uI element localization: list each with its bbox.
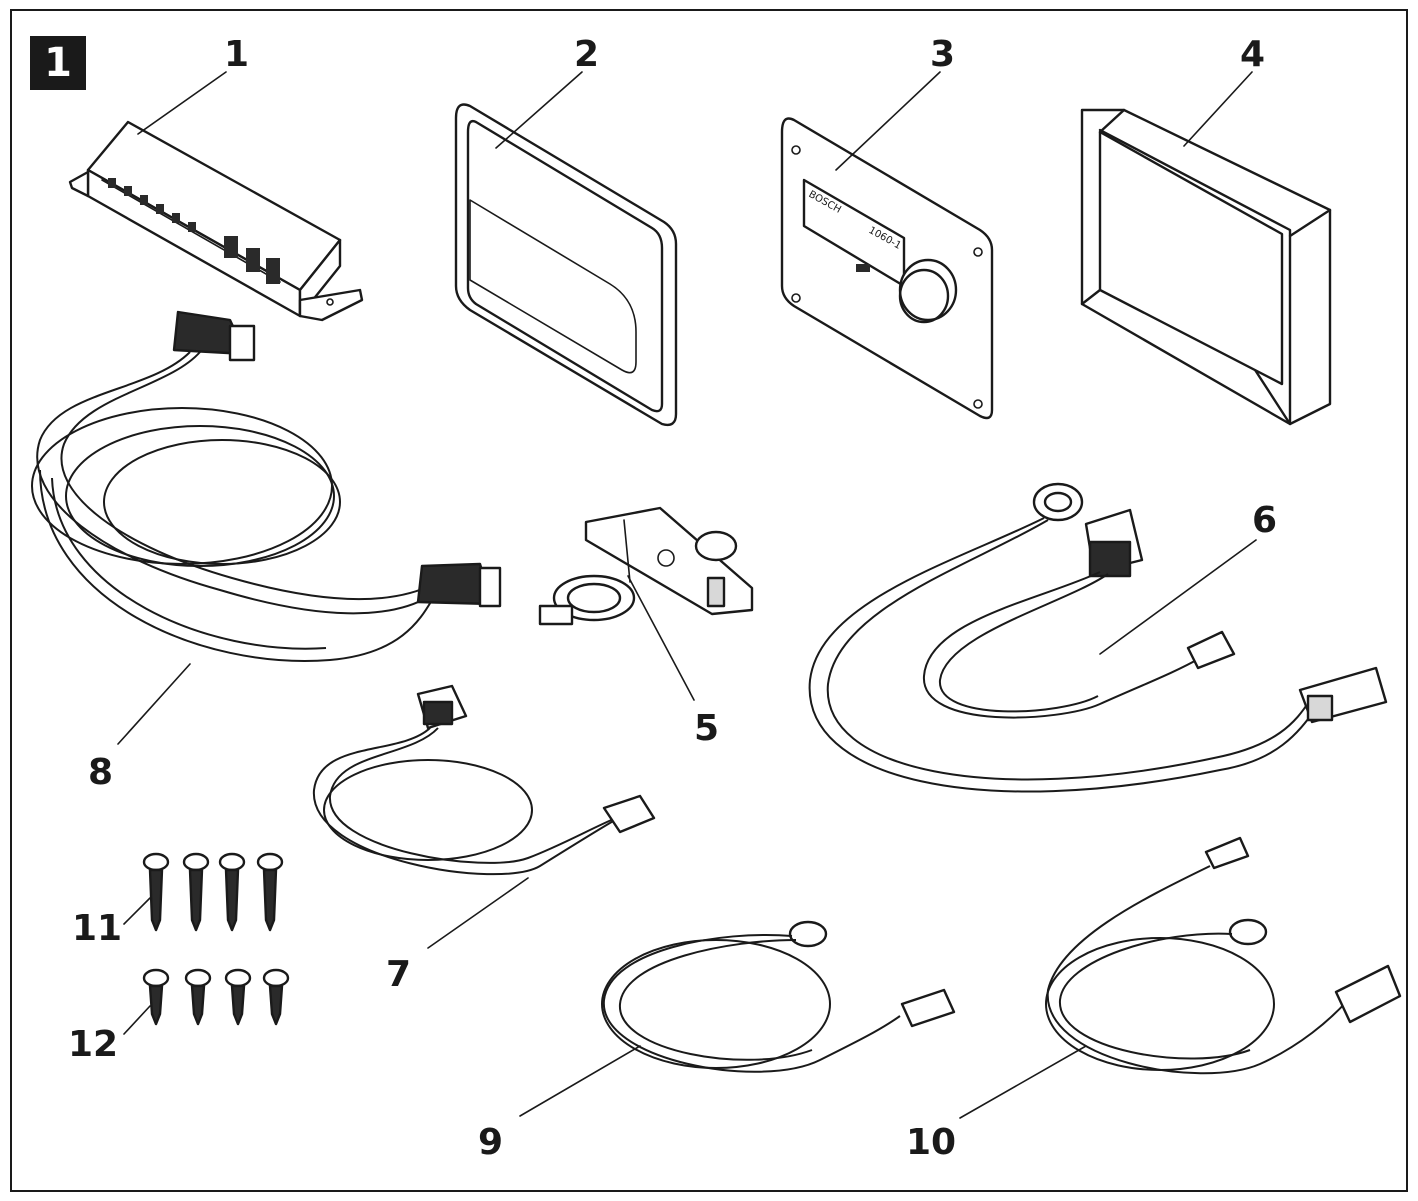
part-1-control-unit bbox=[68, 120, 364, 322]
leader-12 bbox=[123, 1005, 151, 1035]
screw-11c bbox=[218, 852, 246, 932]
screw-11b bbox=[182, 852, 210, 932]
screw-11d bbox=[256, 852, 284, 932]
screw-11a bbox=[142, 852, 170, 932]
leader-3 bbox=[835, 71, 941, 171]
callout-10: 10 bbox=[906, 1122, 956, 1163]
callout-6: 6 bbox=[1252, 500, 1277, 541]
leader-4 bbox=[1183, 71, 1253, 147]
leader-6 bbox=[1099, 539, 1257, 655]
leader-lines bbox=[117, 71, 1257, 1119]
part-10-power-cable bbox=[1045, 836, 1402, 1075]
callout-5: 5 bbox=[694, 708, 719, 749]
leader-10 bbox=[959, 1045, 1087, 1119]
part-4-mounting-frame bbox=[1080, 108, 1332, 426]
leader-7 bbox=[427, 877, 529, 949]
leader-5 bbox=[627, 575, 695, 701]
screw-12b bbox=[184, 968, 212, 1026]
callout-12: 12 bbox=[68, 1024, 118, 1065]
leader-8 bbox=[117, 663, 191, 745]
callout-7: 7 bbox=[386, 954, 411, 995]
leader-11 bbox=[123, 897, 151, 925]
part-12-short-screws bbox=[142, 968, 290, 1026]
part-3-control-panel: BOSCH 1060-1 bbox=[780, 117, 994, 420]
part-2-panel-cover bbox=[454, 103, 678, 427]
leader-1 bbox=[137, 71, 227, 135]
callout-11: 11 bbox=[72, 908, 122, 949]
part-9-ground-cable bbox=[601, 920, 956, 1073]
callout-1: 1 bbox=[224, 34, 249, 75]
screw-12a bbox=[142, 968, 170, 1026]
part-11-long-screws bbox=[142, 852, 284, 932]
part-7-signal-cable bbox=[312, 684, 656, 876]
screw-12c bbox=[224, 968, 252, 1026]
screw-12d bbox=[262, 968, 290, 1026]
leader-9 bbox=[519, 1045, 641, 1117]
callout-3: 3 bbox=[930, 34, 955, 75]
part-8-data-cable bbox=[31, 310, 502, 662]
figure-frame bbox=[10, 9, 1408, 1192]
figure-number-badge: 1 bbox=[30, 36, 86, 90]
callout-2: 2 bbox=[574, 34, 599, 75]
part-6-wiring-harness bbox=[808, 482, 1388, 793]
callout-4: 4 bbox=[1240, 34, 1265, 75]
callout-9: 9 bbox=[478, 1122, 503, 1163]
leader-2 bbox=[495, 71, 583, 149]
part-5-sensor-clamp bbox=[538, 506, 754, 626]
callout-8: 8 bbox=[88, 752, 113, 793]
callout-numbers: 1 2 3 4 5 6 7 8 9 10 11 12 bbox=[68, 34, 1277, 1163]
part-1-terminals bbox=[108, 178, 280, 284]
